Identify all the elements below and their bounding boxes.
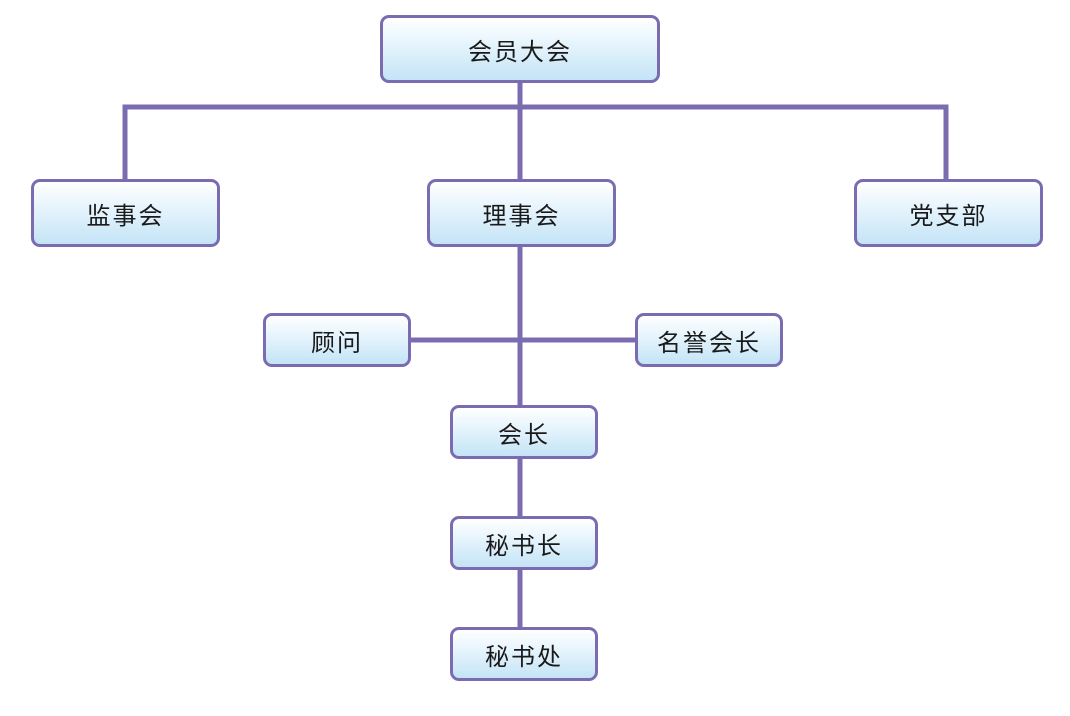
node-label: 秘书处: [485, 642, 563, 671]
node-honorary-president: 名誉会长: [635, 313, 783, 367]
node-label: 会长: [498, 420, 550, 449]
node-party-branch: 党支部: [854, 179, 1043, 247]
node-label: 名誉会长: [657, 328, 761, 357]
node-label: 监事会: [86, 201, 165, 230]
node-label: 会员大会: [468, 37, 572, 66]
node-label: 顾问: [311, 328, 363, 357]
node-label: 理事会: [482, 201, 561, 230]
node-label: 党支部: [909, 201, 988, 230]
node-label: 秘书长: [485, 531, 563, 560]
node-secretariat: 秘书处: [450, 627, 598, 681]
node-advisor: 顾问: [263, 313, 411, 367]
node-president: 会长: [450, 405, 598, 459]
node-supervisory-board: 监事会: [31, 179, 220, 247]
node-member-assembly: 会员大会: [380, 15, 660, 83]
node-council: 理事会: [427, 179, 616, 247]
node-secretary-general: 秘书长: [450, 516, 598, 570]
connector-assembly-to-branches: [122, 83, 949, 179]
